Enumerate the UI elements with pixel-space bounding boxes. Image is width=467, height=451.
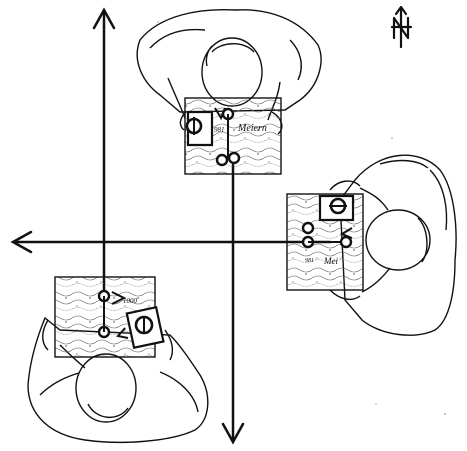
horizontal-axis-arrow <box>13 232 330 252</box>
map-top-label: Meiern <box>237 123 267 134</box>
map-right-label: Mei <box>323 256 338 266</box>
vertical-axis-arrow <box>94 10 114 290</box>
north-arrow-icon <box>392 7 411 47</box>
map-right-number: 981 <box>305 258 314 264</box>
downward-axis-arrow <box>223 165 243 442</box>
map-top-number: 981 <box>214 126 225 134</box>
